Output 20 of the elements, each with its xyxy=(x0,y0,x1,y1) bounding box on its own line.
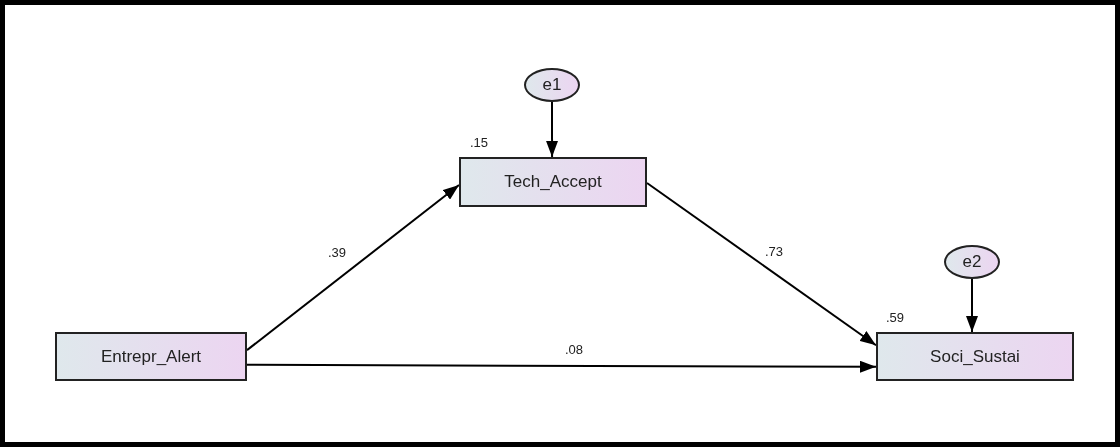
arrow xyxy=(546,101,559,158)
arrow xyxy=(246,184,460,352)
variable-name: e2 xyxy=(962,252,982,272)
r-squared-value: .59 xyxy=(886,310,905,325)
variable-name: Tech_Accept xyxy=(504,172,602,192)
arrow xyxy=(646,182,877,347)
r-squared-value: .15 xyxy=(470,135,489,150)
variable-box xyxy=(55,332,247,381)
error-ellipse xyxy=(524,68,580,102)
variable-name: Soci_Sustai xyxy=(930,346,1020,367)
path-coefficient: .39 xyxy=(327,245,348,260)
variable-name: Entrepr_Alert xyxy=(100,346,202,367)
variable-box xyxy=(876,332,1074,381)
arrow xyxy=(246,360,877,373)
path-coefficient: .73 xyxy=(764,244,785,259)
variable-name: e1 xyxy=(542,75,562,95)
arrow xyxy=(966,278,978,333)
path-coefficient: .08 xyxy=(564,342,585,357)
error-ellipse xyxy=(944,245,1000,279)
variable-box xyxy=(459,157,647,207)
